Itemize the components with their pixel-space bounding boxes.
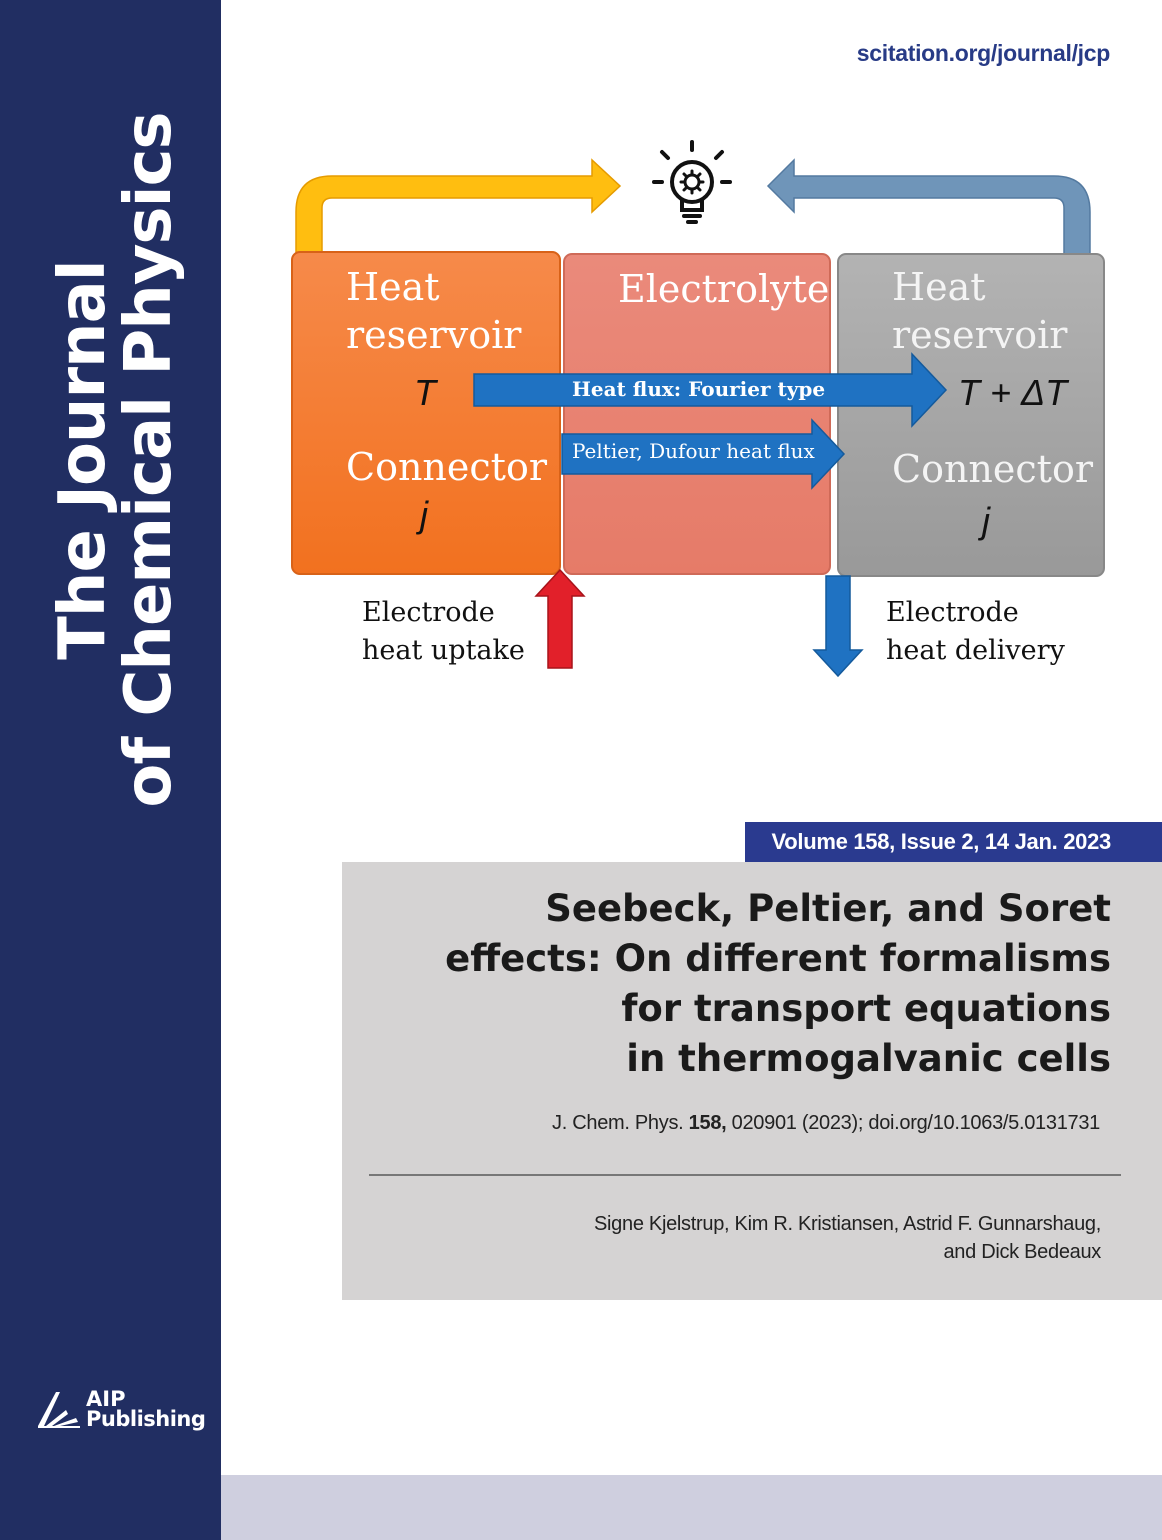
aip-text: AIP bbox=[86, 1387, 126, 1411]
aip-logo-icon bbox=[38, 1392, 80, 1428]
cover-diagram: Heat reservoir T Connector j Electrolyte… bbox=[280, 140, 1120, 700]
citation-volume: 158, bbox=[688, 1112, 727, 1134]
right-box-title-line2: reservoir bbox=[892, 313, 1068, 357]
article-title-line1: Seebeck, Peltier, and Soret bbox=[545, 887, 1111, 930]
article-info-box: Seebeck, Peltier, and Soret effects: On … bbox=[342, 862, 1162, 1300]
article-title: Seebeck, Peltier, and Soret effects: On … bbox=[411, 884, 1111, 1084]
authors: Signe Kjelstrup, Kim R. Kristiansen, Ast… bbox=[501, 1210, 1101, 1266]
left-box-connector: Connector bbox=[346, 445, 547, 489]
article-title-line3: for transport equations bbox=[621, 987, 1111, 1030]
article-title-line2: effects: On different formalisms bbox=[445, 937, 1111, 980]
journal-title-line2: of Chemical Physics bbox=[112, 112, 186, 808]
citation-prefix: J. Chem. Phys. bbox=[552, 1112, 689, 1134]
yellow-return-arrow bbox=[295, 158, 622, 269]
steel-return-arrow bbox=[766, 158, 1091, 263]
footer-band bbox=[221, 1475, 1162, 1540]
delivery-label-line1: Electrode bbox=[886, 597, 1019, 628]
journal-sidebar: The Journal of Chemical Physics AIP Publ… bbox=[0, 0, 221, 1540]
right-box-title-line1: Heat bbox=[892, 265, 986, 309]
citation-suffix: 020901 (2023); doi.org/10.1063/5.0131731 bbox=[726, 1112, 1101, 1134]
uptake-label-line1: Electrode bbox=[362, 597, 495, 628]
left-reservoir-box bbox=[291, 251, 561, 575]
citation[interactable]: J. Chem. Phys. 158, 020901 (2023); doi.o… bbox=[552, 1112, 1100, 1135]
article-title-line4: in thermogalvanic cells bbox=[626, 1037, 1111, 1080]
lightbulb-gear-icon bbox=[652, 140, 732, 224]
fourier-flux-arrow bbox=[473, 352, 948, 428]
delivery-label-line2: heat delivery bbox=[886, 635, 1065, 666]
divider-rule bbox=[369, 1174, 1121, 1176]
right-box-variable: T + ΔT bbox=[958, 372, 1068, 413]
heat-uptake-arrow bbox=[534, 568, 586, 669]
right-box-connector: Connector bbox=[892, 447, 1093, 491]
journal-url-link[interactable]: scitation.org/journal/jcp bbox=[856, 40, 1111, 66]
left-box-connector-var: j bbox=[420, 494, 428, 535]
left-box-variable: T bbox=[414, 372, 436, 413]
volume-issue-bar: Volume 158, Issue 2, 14 Jan. 2023 bbox=[745, 822, 1162, 862]
journal-title-line1: The Journal bbox=[46, 260, 120, 660]
authors-line1: Signe Kjelstrup, Kim R. Kristiansen, Ast… bbox=[594, 1213, 1101, 1235]
peltier-flux-arrow bbox=[561, 418, 846, 490]
left-box-title-line2: reservoir bbox=[346, 313, 522, 357]
uptake-label-line2: heat uptake bbox=[362, 635, 525, 666]
right-reservoir-box bbox=[837, 253, 1105, 577]
aip-publishing-logo: AIP Publishing bbox=[36, 1388, 206, 1436]
fourier-flux-label: Heat flux: Fourier type bbox=[572, 377, 826, 401]
left-box-title-line1: Heat bbox=[346, 265, 440, 309]
heat-delivery-arrow bbox=[812, 575, 864, 678]
peltier-flux-label: Peltier, Dufour heat flux bbox=[572, 439, 815, 463]
right-box-connector-var: j bbox=[982, 500, 990, 541]
publishing-text: Publishing bbox=[86, 1407, 206, 1431]
authors-line2: and Dick Bedeaux bbox=[943, 1241, 1101, 1263]
electrolyte-box bbox=[563, 253, 831, 575]
electrolyte-title: Electrolyte bbox=[618, 267, 830, 311]
